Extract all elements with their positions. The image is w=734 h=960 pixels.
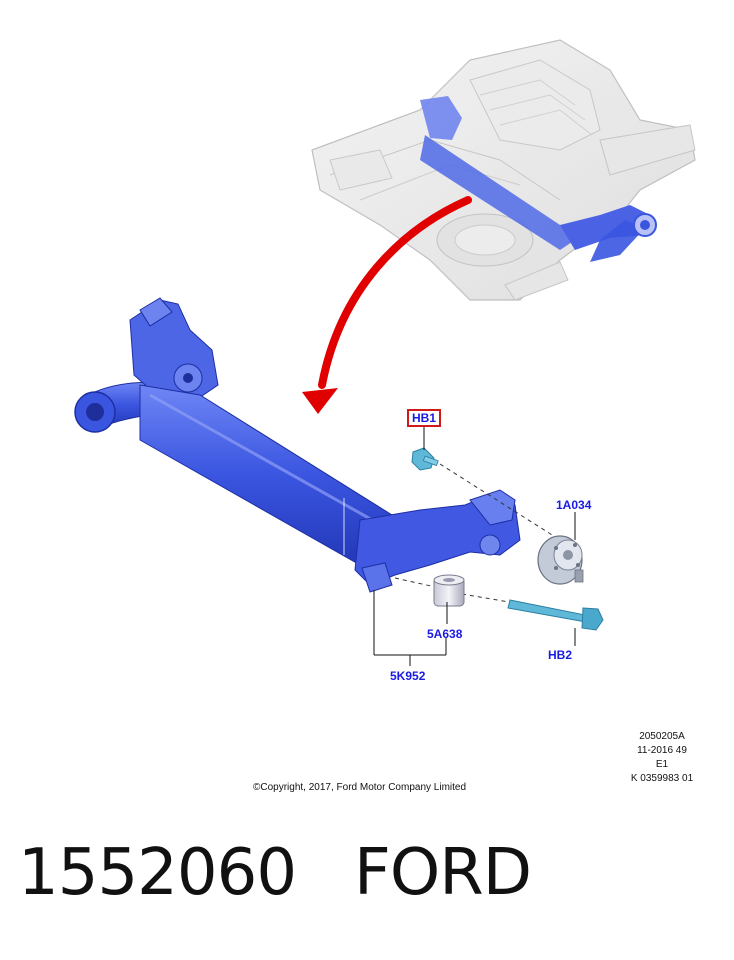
- vehicle-floor-pan: [311, 39, 696, 301]
- part-number: 1552060: [18, 836, 297, 910]
- meta-line-4: K 0359983 01: [630, 773, 694, 784]
- meta-line-2: 11-2016 49: [637, 745, 687, 756]
- callout-hb1: HB1: [407, 409, 442, 427]
- meta-line-1: 2050205A: [639, 731, 685, 742]
- callout-5k952: 5K952: [390, 669, 426, 683]
- copyright-notice: ©Copyright, 2017, Ford Motor Company Lim…: [253, 782, 467, 793]
- meta-line-3: E1: [655, 759, 669, 770]
- rear-axle-beam: [74, 297, 521, 593]
- direction-arrow: [302, 196, 472, 414]
- callout-1a034: 1A034: [556, 498, 592, 512]
- installed-beam-preview: [420, 96, 657, 262]
- bolt-hb1: [411, 447, 439, 471]
- callout-5a638: 5A638: [427, 627, 463, 641]
- drawing-metadata: 2050205A 11-2016 49 E1 K 0359983 01: [602, 730, 722, 786]
- bolt-hb2: [507, 599, 604, 631]
- part-footer: 1552060 FORD: [18, 836, 532, 926]
- brand-name: FORD: [354, 836, 532, 910]
- exploded-parts-diagram: [74, 39, 696, 666]
- bushing: [433, 574, 465, 607]
- leader-lines: [373, 426, 576, 666]
- assembly-lines: [394, 463, 561, 604]
- wheel-hub: [537, 535, 584, 585]
- callout-hb2: HB2: [548, 648, 573, 662]
